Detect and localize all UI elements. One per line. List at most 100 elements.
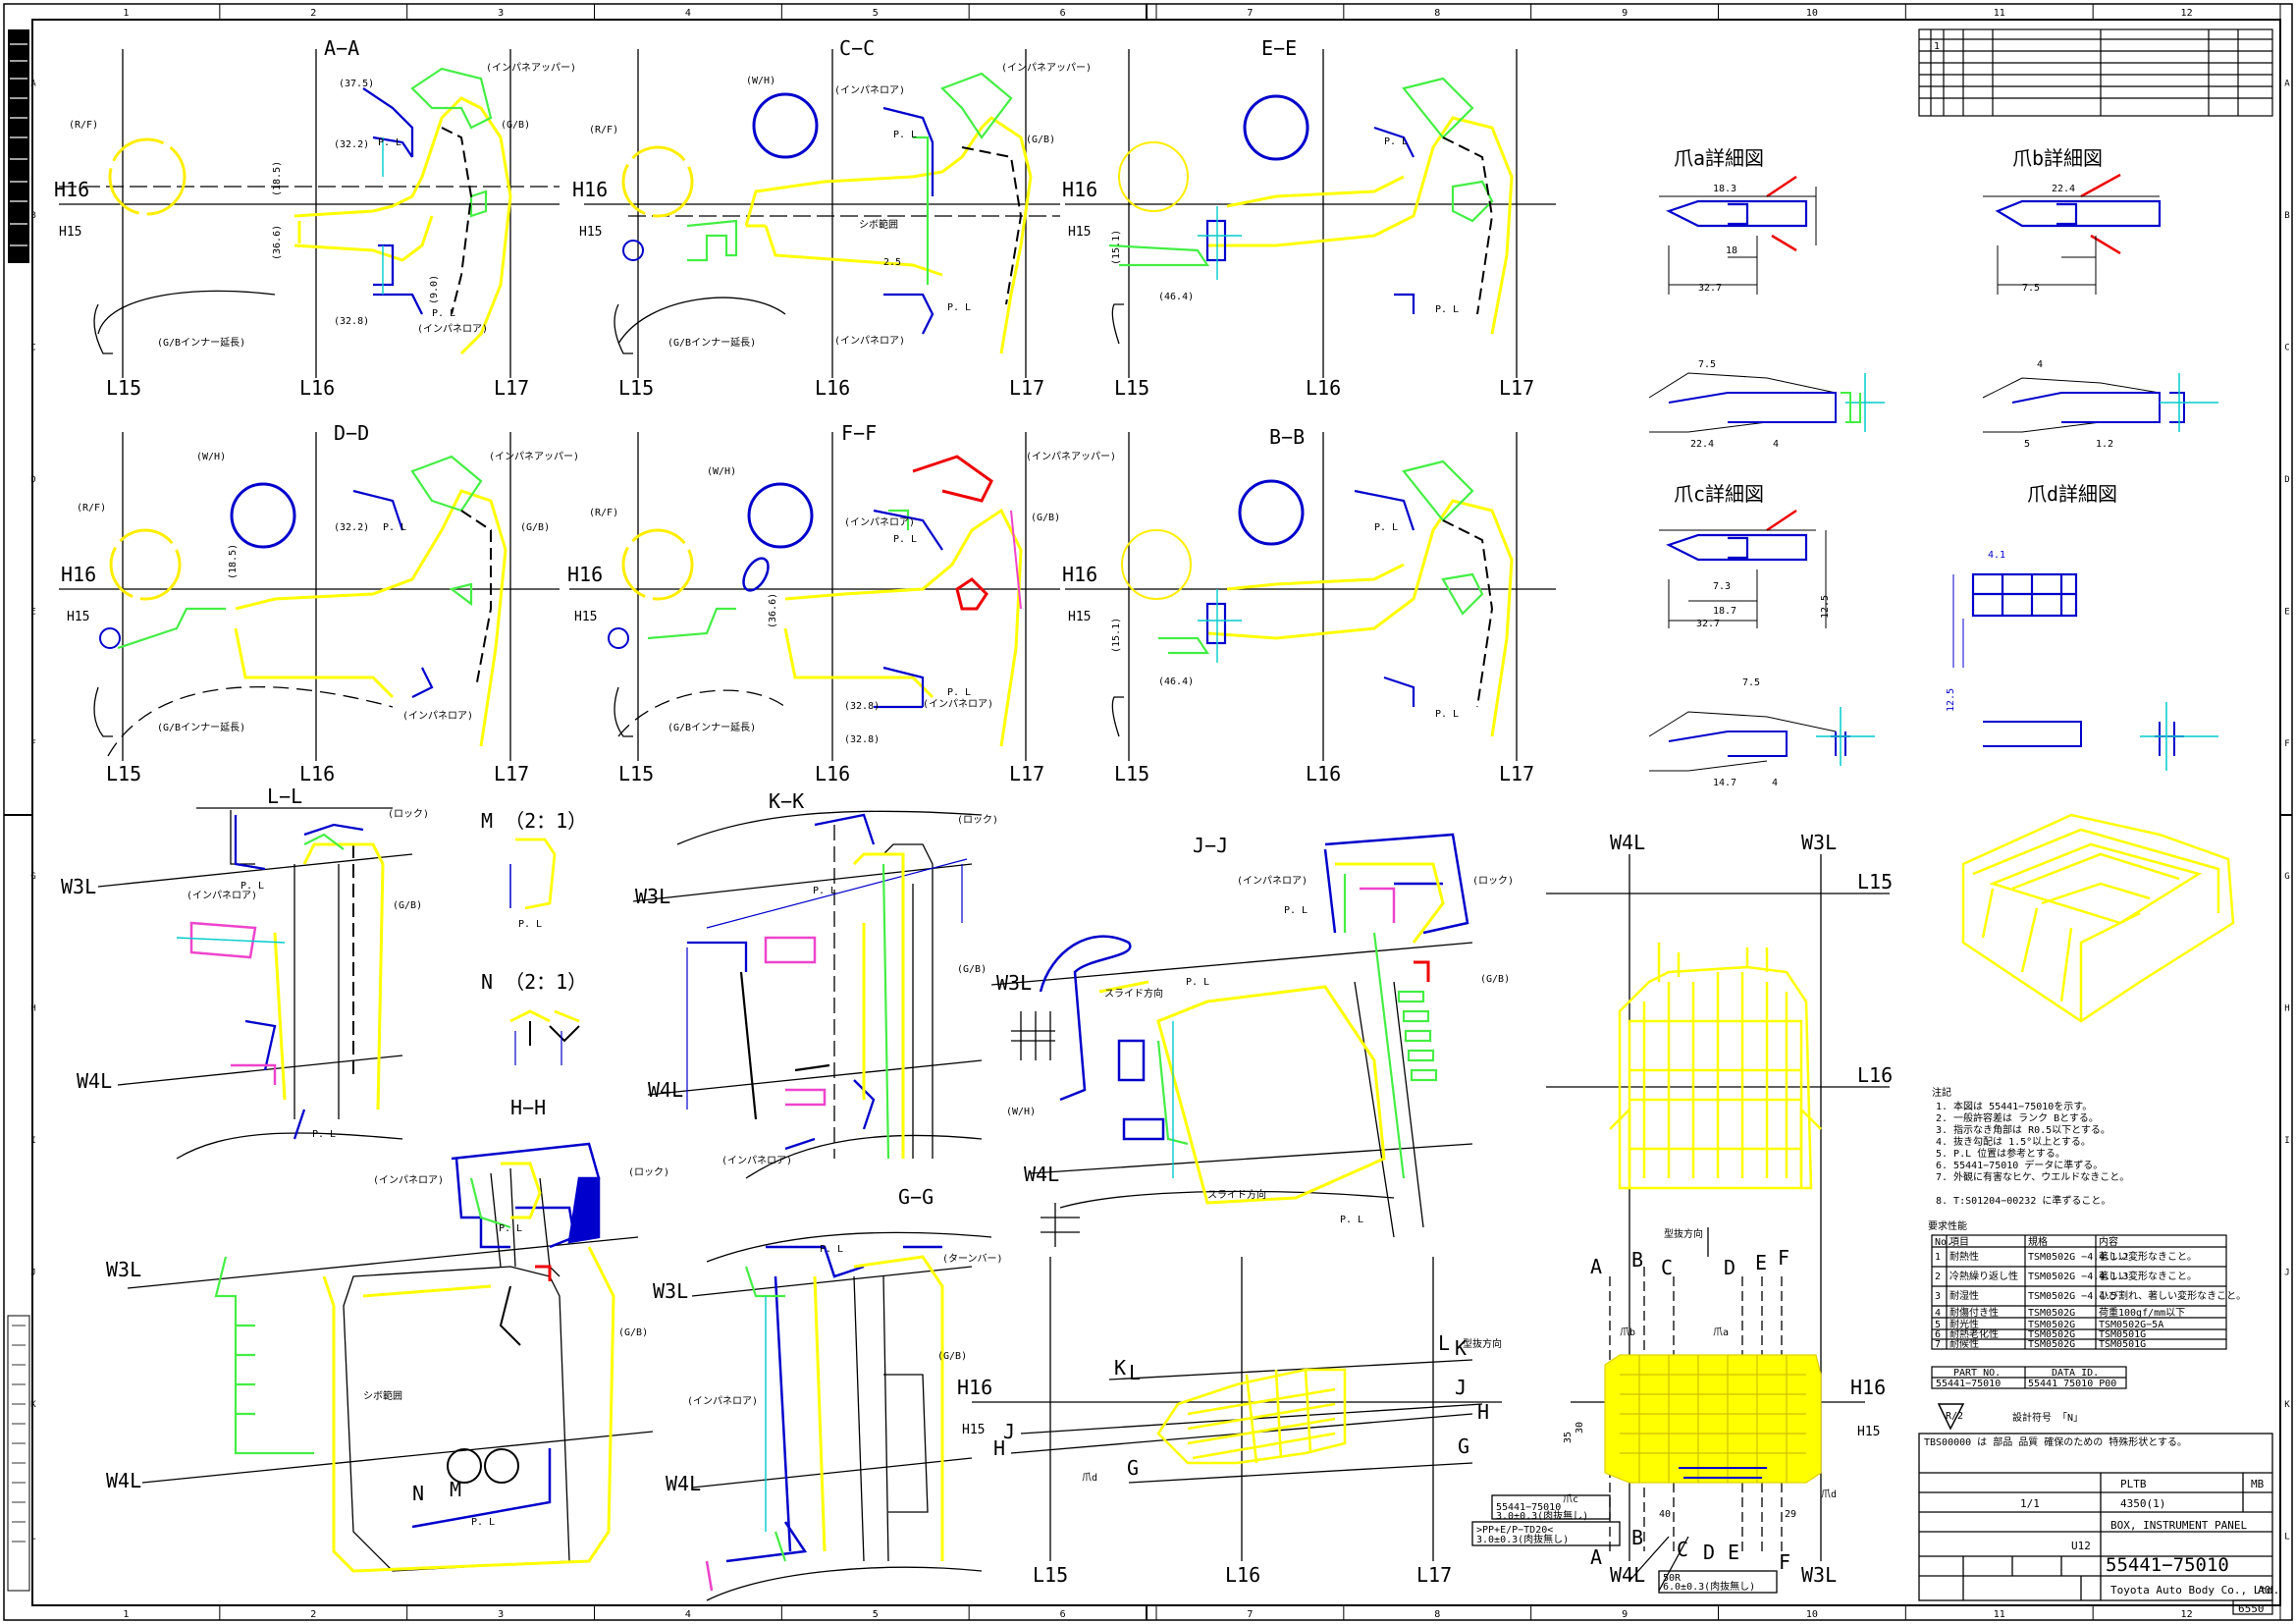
svg-text:L15: L15	[106, 762, 141, 785]
svg-text:(G/Bインナー延長): (G/Bインナー延長)	[667, 337, 756, 349]
svg-text:H15: H15	[1068, 610, 1091, 624]
svg-text:H15: H15	[962, 1423, 985, 1437]
frame-row-letter: D	[30, 475, 35, 485]
svg-text:P. L: P. L	[1340, 1215, 1363, 1225]
svg-text:(ロック): (ロック)	[1472, 875, 1514, 887]
svg-text:(G/B): (G/B)	[1031, 513, 1060, 523]
svg-text:7. 外観に有害なヒケ、ウエルドなきこと。: 7. 外観に有害なヒケ、ウエルドなきこと。	[1936, 1170, 2129, 1183]
svg-text:爪a: 爪a	[1713, 1327, 1729, 1338]
svg-text:E−E: E−E	[1261, 36, 1297, 60]
frame-column-number: 3	[498, 1609, 504, 1620]
section-view-l-l: L−L (インパネロア) (G/B) (ロック) P. L P. L W3L W…	[61, 785, 429, 1160]
svg-text:40: 40	[1659, 1509, 1671, 1520]
frame-column-number: 8	[1434, 1609, 1440, 1620]
svg-text:(G/Bインナー延長): (G/Bインナー延長)	[157, 722, 245, 733]
grade: MB	[2251, 1478, 2265, 1490]
svg-text:(32.2): (32.2)	[334, 139, 369, 150]
svg-text:C: C	[1677, 1538, 1688, 1561]
frame-column-number: 4	[685, 1609, 691, 1620]
side-view-bottom: K L K L J J H H G G 爪d 型抜方向 H16 H15 L15 …	[957, 1257, 1502, 1587]
design-code-mark: R/2 設計符号 「N」	[1937, 1403, 2083, 1431]
svg-text:(インパネロア): (インパネロア)	[844, 516, 915, 528]
spec-table-header: No.	[1935, 1237, 1952, 1248]
frame-column-number: 1	[123, 8, 129, 19]
svg-text:G: G	[1458, 1435, 1469, 1458]
svg-text:スライド方向: スライド方向	[1207, 1188, 1266, 1201]
svg-text:55441−75010: 55441−75010	[1936, 1379, 2001, 1389]
svg-text:(インパネロア): (インパネロア)	[687, 1395, 758, 1407]
svg-text:F: F	[1778, 1246, 1789, 1270]
frame-row-letter: E	[30, 608, 35, 618]
spec-table-cell: 荷重100gf/mm以下	[2099, 1306, 2185, 1319]
svg-text:(32.8): (32.8)	[844, 701, 880, 712]
svg-text:P. L: P. L	[1435, 304, 1459, 315]
part-data-table: PART NO. DATA ID. 55441−75010 55441_7501…	[1931, 1366, 2127, 1389]
spec-table-cell: TSM0502G−5A	[2099, 1320, 2163, 1330]
svg-text:PART NO.: PART NO.	[1953, 1368, 2001, 1379]
svg-text:(ロック): (ロック)	[388, 808, 429, 820]
svg-text:爪d: 爪d	[1082, 1473, 1097, 1484]
svg-text:H15: H15	[1857, 1425, 1880, 1439]
svg-text:L15: L15	[1033, 1563, 1068, 1587]
frame-row-letter: J	[2284, 1269, 2289, 1278]
svg-text:W4L: W4L	[1610, 1563, 1645, 1587]
svg-text:18.3: 18.3	[1713, 184, 1736, 194]
svg-text:W3L: W3L	[1801, 831, 1837, 854]
svg-text:4: 4	[1772, 778, 1778, 788]
svg-text:H16: H16	[1850, 1376, 1886, 1399]
svg-text:P. L: P. L	[518, 919, 542, 930]
svg-text:L15: L15	[1114, 376, 1149, 400]
svg-text:(インパネロア): (インパネロア)	[721, 1155, 792, 1166]
svg-text:(46.4): (46.4)	[1158, 677, 1194, 687]
svg-text:H16: H16	[1062, 563, 1097, 586]
svg-text:(32.8): (32.8)	[844, 734, 880, 745]
svg-text:3. 指示なき角部は R0.5以下とする。: 3. 指示なき角部は R0.5以下とする。	[1936, 1123, 2110, 1136]
spec-table-cell: 4	[1935, 1308, 1941, 1319]
frame-column-number: 9	[1622, 1609, 1628, 1620]
title-block-notice: TBS00000 は 部品 品質 確保のための 特殊形状とする。	[1924, 1435, 2187, 1448]
frame-column-number: 12	[2181, 1609, 2193, 1620]
svg-text:L16: L16	[299, 762, 335, 785]
spec-table-cell: 耐候性	[1949, 1337, 1979, 1350]
front-view-bottom: A B C D E F A B C D E F 爪b 爪a 爪c 爪d 型抜方向…	[1471, 1218, 1886, 1594]
svg-text:>PP+E/P−TD20<: >PP+E/P−TD20<	[1476, 1525, 1553, 1536]
svg-text:(46.4): (46.4)	[1158, 292, 1194, 302]
spec-table-header: 項目	[1949, 1236, 1969, 1248]
svg-text:2.5: 2.5	[883, 257, 901, 268]
frame-row-letter: A	[2284, 79, 2290, 88]
frame-row-letter: I	[2284, 1136, 2289, 1146]
section-view-j-j: J−J (インパネロア) (ロック) (G/B) スライド方向 スライド方向	[990, 833, 1514, 1247]
svg-text:N: N	[412, 1482, 424, 1505]
svg-text:7.5: 7.5	[1742, 677, 1760, 688]
svg-text:H15: H15	[574, 610, 597, 624]
svg-text:爪a詳細図: 爪a詳細図	[1674, 146, 1764, 170]
svg-text:W4L: W4L	[77, 1069, 112, 1093]
svg-text:W4L: W4L	[1024, 1163, 1059, 1186]
svg-text:(インパネロア): (インパネロア)	[187, 890, 257, 901]
frame-row-letter: J	[30, 1269, 35, 1278]
svg-text:H16: H16	[54, 178, 89, 201]
svg-text:L: L	[1129, 1361, 1141, 1384]
svg-text:E: E	[1755, 1251, 1767, 1274]
svg-text:(G/Bインナー延長): (G/Bインナー延長)	[667, 722, 756, 733]
spec-table-cell: TSM0502G −4.4.5	[2028, 1291, 2116, 1302]
svg-text:P. L: P. L	[893, 534, 917, 545]
svg-text:L: L	[1438, 1331, 1450, 1355]
frame-row-letter: B	[2284, 211, 2289, 221]
svg-text:H−H: H−H	[510, 1096, 546, 1119]
svg-text:M （2：1）: M （2：1）	[481, 809, 587, 833]
sheet-size: A0	[2258, 1584, 2270, 1597]
svg-text:B: B	[1631, 1526, 1643, 1549]
svg-text:3.0±0.3(肉抜無し): 3.0±0.3(肉抜無し)	[1476, 1533, 1569, 1545]
svg-text:H16: H16	[1062, 178, 1097, 201]
svg-text:P. L: P. L	[1435, 709, 1459, 720]
svg-text:(インパネロア): (インパネロア)	[1237, 875, 1308, 887]
frame-column-number: 9	[1622, 8, 1628, 19]
svg-text:F: F	[1779, 1550, 1790, 1574]
svg-text:7.5: 7.5	[1698, 359, 1716, 370]
section-view-a-a: A−A (R/F) (37.5) (インパネアッパー)	[54, 36, 576, 400]
title-block: TBS00000 は 部品 品質 確保のための 特殊形状とする。 PLTB MB…	[1918, 1433, 2279, 1615]
svg-text:P. L: P. L	[312, 1129, 336, 1140]
